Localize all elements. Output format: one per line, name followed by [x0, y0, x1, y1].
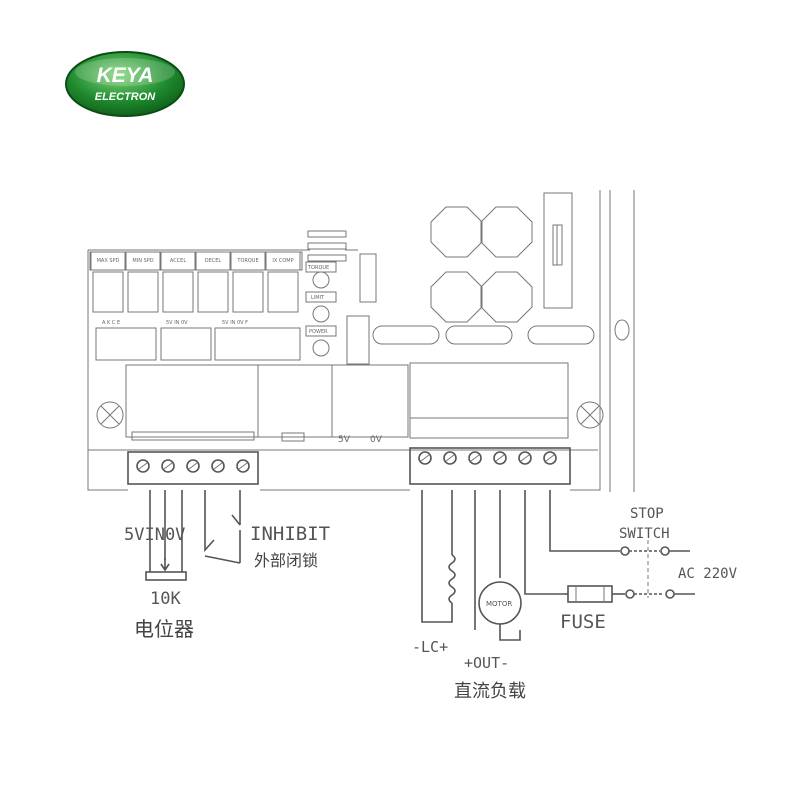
power-input-wiring: STOP SWITCH AC 220V FUSE — [549, 490, 738, 633]
power-label: POWER — [309, 329, 328, 335]
trimpot-cell — [125, 251, 161, 271]
out-label: +OUT- — [464, 654, 509, 672]
ac-label: AC 220V — [678, 566, 738, 582]
pot-value-label: 10K — [150, 589, 181, 609]
terminal-screw — [211, 459, 225, 473]
trimpot-label: DECEL — [205, 258, 222, 264]
inhibit-cn-label: 外部闭锁 — [254, 551, 318, 570]
terminal-screw — [418, 451, 432, 465]
fuse-label: FUSE — [560, 611, 606, 633]
load-wiring: MOTOR -LC+ +OUT- 直流负载 — [412, 490, 565, 702]
screw-slot — [545, 454, 555, 462]
trimpot — [267, 271, 299, 313]
trimpot — [232, 271, 264, 313]
keya-electron-logo: KEYA ELECTRON — [65, 51, 185, 117]
screw-slot — [163, 462, 173, 470]
trimpot-cell — [265, 251, 301, 271]
screw-slot — [238, 462, 248, 470]
screw-slot — [420, 454, 430, 462]
jumper-b-label: 5V IN 0V — [166, 320, 188, 326]
terminal-screw — [443, 451, 457, 465]
stop-label: STOP — [630, 506, 664, 522]
trimpot-cell — [195, 251, 231, 271]
pot-name-label: 电位器 — [134, 617, 194, 641]
screw-slot — [470, 454, 480, 462]
screw-slot — [495, 454, 505, 462]
trimpot-cell — [90, 251, 126, 271]
controller-board: TORQUE LIMIT POWER MAX SPD MIN SPD ACCEL DE… — [87, 190, 635, 492]
terminal-screw — [136, 459, 150, 473]
left-terminal-block — [127, 451, 259, 485]
jumper-c-label: 5V IN 0V F — [222, 320, 248, 326]
terminal-screw — [543, 451, 557, 465]
logo-sub: ELECTRON — [95, 91, 157, 103]
torque-label: TORQUE — [307, 265, 329, 271]
motor-label: MOTOR — [486, 600, 512, 608]
trimpot-label: TORQUE — [236, 258, 258, 264]
out-5v-label: 5V — [338, 435, 351, 445]
right-terminal-block — [409, 447, 571, 485]
screw-slot — [138, 462, 148, 470]
trimpot — [127, 271, 159, 313]
pot-pins-label: 5VIN0V — [124, 525, 185, 545]
out-0v-label: 0V — [370, 435, 383, 445]
trimpot — [162, 271, 194, 313]
screw-slot — [188, 462, 198, 470]
logo-brand: KEYA — [97, 64, 154, 87]
limit-label: LIMIT — [311, 295, 325, 301]
terminal-screw — [186, 459, 200, 473]
terminal-screw — [468, 451, 482, 465]
terminal-screw — [493, 451, 507, 465]
inhibit-switch: INHIBIT 外部闭锁 — [204, 490, 330, 570]
trimpot-cell — [160, 251, 196, 271]
inhibit-label: INHIBIT — [250, 523, 330, 545]
terminal-screw — [161, 459, 175, 473]
potentiometer-wiring: 5VIN0V 10K 电位器 — [124, 490, 194, 641]
terminal-screw — [518, 451, 532, 465]
load-cn-label: 直流负载 — [454, 681, 526, 702]
jumper-a-label: A K C E — [102, 320, 120, 326]
terminal-screw — [236, 459, 250, 473]
screw-slot — [520, 454, 530, 462]
trimpot — [197, 271, 229, 313]
trimpot-label: MIN SPD — [132, 258, 153, 264]
screw-slot — [213, 462, 223, 470]
trimpot-label: MAX SPD — [97, 258, 120, 264]
trimpot-label: IX COMP — [272, 258, 293, 264]
lc-label: -LC+ — [412, 638, 448, 656]
screw-slot — [445, 454, 455, 462]
switch-label: SWITCH — [619, 526, 670, 542]
trimpot-label: ACCEL — [170, 258, 186, 264]
trimpot — [92, 271, 124, 313]
trimpot-cell — [230, 251, 266, 271]
